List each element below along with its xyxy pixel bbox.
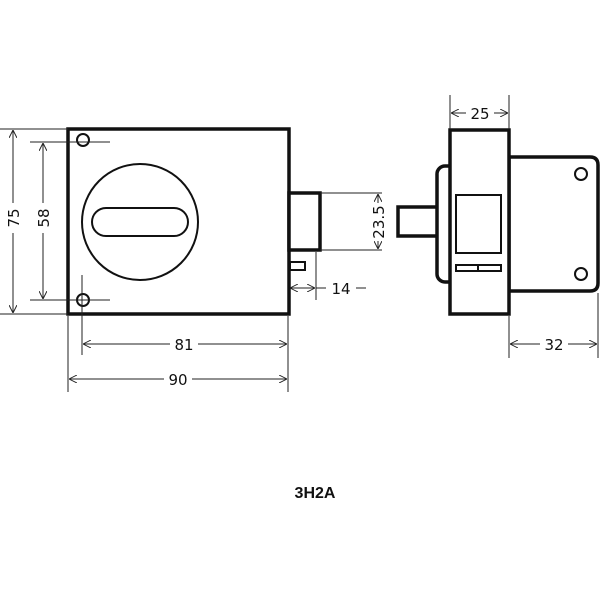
svg-text:81: 81	[174, 336, 193, 354]
bolt-side	[396, 205, 440, 238]
back-hole-top	[574, 167, 588, 181]
indicator-left	[455, 264, 479, 272]
svg-text:58: 58	[35, 208, 53, 227]
svg-text:25: 25	[470, 105, 489, 123]
model-label: 3H2A	[295, 485, 336, 502]
dimension-32: 32	[508, 293, 599, 358]
latch-tab	[289, 261, 306, 271]
key-slot	[91, 207, 189, 237]
dimension-90: 90	[67, 316, 287, 392]
svg-text:23.5: 23.5	[370, 205, 388, 238]
bolt	[287, 191, 322, 252]
back-plate	[507, 155, 600, 293]
mounting-hole-top	[76, 133, 90, 147]
indicator-right	[477, 264, 502, 272]
dimension-58: 58	[30, 141, 110, 301]
front-view: 75 58 81 90	[0, 127, 388, 392]
side-view: 25 32	[396, 95, 600, 358]
svg-text:75: 75	[5, 208, 23, 227]
svg-text:14: 14	[331, 280, 350, 298]
dimension-14: 14	[290, 252, 366, 300]
svg-text:90: 90	[168, 371, 187, 389]
dimension-81: 81	[81, 275, 289, 392]
dimension-75: 75	[0, 128, 68, 315]
window	[455, 194, 502, 254]
back-hole-bottom	[574, 267, 588, 281]
dimension-25: 25	[449, 95, 510, 129]
dimension-23-5: 23.5	[320, 192, 388, 251]
svg-text:32: 32	[544, 336, 563, 354]
